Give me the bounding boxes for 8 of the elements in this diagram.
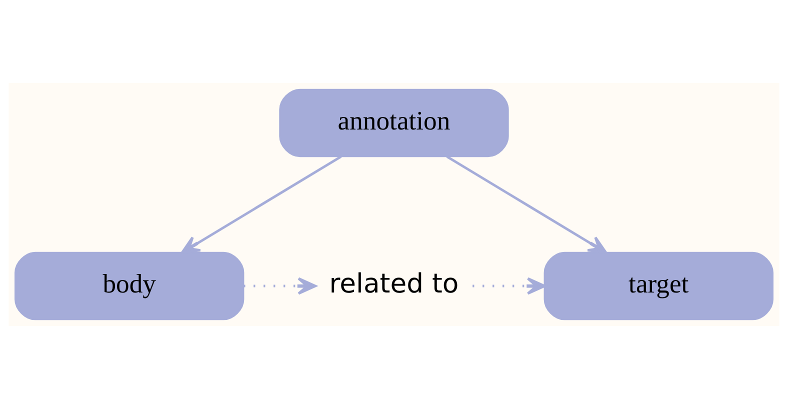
node-box: annotation [279, 88, 509, 158]
node-box: target [544, 252, 774, 320]
arrow [244, 277, 317, 295]
arrow [446, 156, 608, 254]
arrow [472, 277, 546, 295]
node-box: body [14, 252, 244, 320]
node-text: related to [329, 268, 459, 300]
arrow [180, 156, 342, 254]
